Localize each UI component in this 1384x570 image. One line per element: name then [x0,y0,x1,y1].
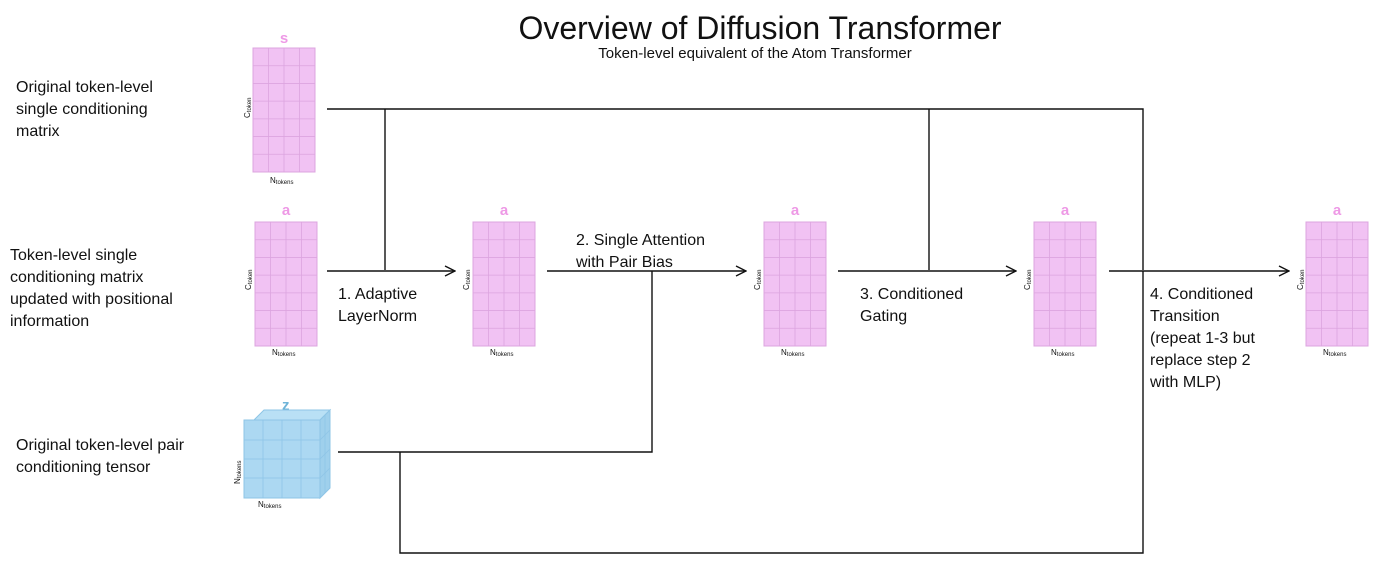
a-matrix-output [1305,221,1369,347]
s-description-line: single conditioning [16,101,148,118]
a-matrix-step1 [472,221,536,347]
n-axis-label: Ntokens [272,348,296,358]
z-to-step4-line [399,271,1144,554]
a-matrix-label: a [499,202,509,219]
s-description-line: matrix [16,123,60,140]
z-description-line: Original token-level pair [16,437,185,454]
n-axis-sub: tokens [495,352,514,358]
step2-label-line: 2. Single Attention [576,232,705,249]
n-axis-sub: tokens [1328,352,1347,358]
a-description-line: conditioning matrix [10,269,144,286]
step2-label: 2. Single Attention with Pair Bias [576,230,705,274]
n-axis-main: N [1051,348,1057,357]
a-description: Token-level single conditioning matrix u… [10,245,173,333]
a-matrix-label: a [1332,202,1342,219]
step1-label-line: LayerNorm [338,308,418,325]
a-matrix-input [254,221,318,347]
step3-label-line: Gating [860,308,908,325]
n-axis-main: N [258,500,264,509]
step4-label: 4. Conditioned Transition (repeat 1-3 bu… [1150,284,1255,394]
z-tensor-top [252,409,332,421]
step3-label-line: 3. Conditioned [860,286,964,303]
s-conditioning-line [327,108,1144,270]
a-matrix-label: a [281,202,291,219]
n-axis-sub: tokens [277,352,296,358]
z-tensor [243,408,332,500]
s-description: Original token-level single conditioning… [16,77,153,143]
step4-label-line: replace step 2 [1150,352,1251,369]
z-tensor-grid [244,415,331,498]
a-matrix-step3 [1033,221,1097,347]
diagram-title: Overview of Diffusion Transformer [518,10,1002,46]
n-axis-sub: tokens [275,180,294,186]
z-description-line: conditioning tensor [16,459,151,476]
n-axis-label: Ntokens [1051,348,1075,358]
step1-label: 1. Adaptive LayerNorm [338,284,417,328]
n-axis-main: N [490,348,496,357]
a-description-line: Token-level single [10,247,138,264]
matrices-group [252,47,1369,347]
n-axis-sub: tokens [786,352,805,358]
a-matrix-label: a [790,202,800,219]
step2-label-line: with Pair Bias [576,254,673,271]
step4-label-line: (repeat 1-3 but [1150,330,1255,347]
n-axis-label: Ntokens [258,500,282,510]
n-axis-sub: tokens [1056,352,1075,358]
z-tensor-label: z [282,397,290,414]
z-description: Original token-level pair conditioning t… [16,435,184,479]
n-axis-main: N [270,176,276,185]
z-to-step2-line [338,271,653,453]
step1-label-line: 1. Adaptive [338,286,418,303]
n-axis-main: N [1323,348,1329,357]
s-matrix-label: s [279,30,289,47]
step3-label: 3. Conditioned Gating [860,284,963,328]
connectors [327,108,1289,554]
step4-label-line: 4. Conditioned [1150,286,1254,303]
n-axis-label: Ntokens [270,176,294,186]
a-matrix-label: a [1060,202,1070,219]
step4-label-line: with MLP) [1150,374,1222,391]
n-axis-label: Ntokens [490,348,514,358]
s-description-line: Original token-level [16,79,153,96]
step4-label-line: Transition [1150,308,1220,325]
n-axis-label: Ntokens [1323,348,1347,358]
n-axis-main: N [781,348,787,357]
a-description-line: information [10,313,90,330]
a-matrix-step2 [763,221,827,347]
s-matrix [252,47,316,173]
n-axis-main: N [272,348,278,357]
n-axis-sub: tokens [263,504,282,510]
n-axis-label: Ntokens [781,348,805,358]
a-description-line: updated with positional [10,291,173,308]
diagram-subtitle: Token-level equivalent of the Atom Trans… [598,45,912,62]
